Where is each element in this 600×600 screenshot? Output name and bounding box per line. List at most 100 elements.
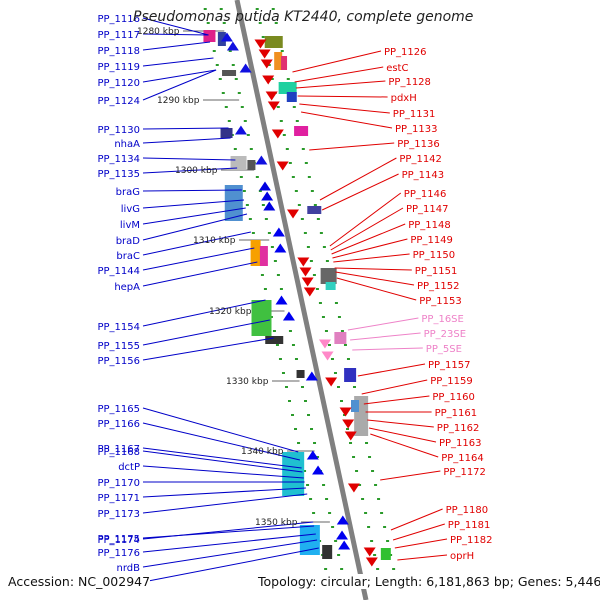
gene-arrow-icon[interactable] [234, 125, 247, 135]
gene-arrow-icon[interactable] [312, 465, 325, 475]
gene-arrow-icon[interactable] [305, 371, 318, 381]
right-gene-label[interactable]: pdxH [391, 93, 417, 104]
left-gene-label[interactable]: braG [116, 187, 140, 198]
right-gene-label[interactable]: PP_23SE [424, 329, 466, 340]
left-gene-label[interactable]: PP_1144 [97, 266, 140, 277]
gene-arrow-icon[interactable] [336, 515, 349, 525]
gene-arrow-icon[interactable] [275, 295, 288, 305]
right-gene-label[interactable]: PP_1163 [439, 438, 482, 449]
right-gene-label[interactable]: PP_1146 [404, 189, 447, 200]
right-gene-label[interactable]: PP_1182 [450, 535, 493, 546]
right-gene-label[interactable]: PP_1152 [417, 281, 460, 292]
gene-arrow-icon[interactable] [325, 377, 338, 387]
gene-arrow-icon[interactable] [261, 191, 274, 201]
left-gene-label[interactable]: PP_1171 [97, 493, 140, 504]
right-gene-label[interactable]: PP_1148 [408, 220, 451, 231]
gene-block[interactable] [251, 300, 272, 336]
right-gene-label[interactable]: PP_1149 [410, 235, 453, 246]
gene-block[interactable] [320, 268, 337, 284]
right-gene-label[interactable]: oprH [450, 551, 474, 562]
gene-arrow-icon[interactable] [258, 181, 271, 191]
left-gene-label[interactable]: PP_1154 [97, 322, 140, 333]
gene-block[interactable] [265, 336, 284, 344]
gene-block[interactable] [307, 206, 322, 214]
right-gene-label[interactable]: PP_1153 [419, 296, 462, 307]
gene-arrow-icon[interactable] [303, 287, 316, 297]
left-gene-label[interactable]: PP_1130 [97, 125, 140, 136]
gene-arrow-icon[interactable] [260, 59, 273, 69]
gene-arrow-icon[interactable] [262, 75, 275, 85]
left-gene-label[interactable]: PP_1176 [97, 548, 140, 559]
gene-block[interactable] [282, 452, 305, 496]
left-gene-label[interactable]: nhaA [114, 139, 140, 150]
gene-arrow-icon[interactable] [342, 419, 355, 429]
gene-arrow-icon[interactable] [267, 101, 280, 111]
left-gene-label[interactable]: PP_1174 [97, 535, 140, 546]
gene-arrow-icon[interactable] [254, 39, 267, 49]
gene-block[interactable] [325, 282, 336, 290]
right-gene-label[interactable]: PP_16SE [421, 314, 463, 325]
right-gene-label[interactable]: PP_5SE [426, 344, 462, 355]
gene-arrow-icon[interactable] [265, 91, 278, 101]
left-gene-label[interactable]: PP_1155 [97, 341, 140, 352]
gene-block[interactable] [222, 70, 237, 76]
right-gene-label[interactable]: PP_1162 [437, 423, 480, 434]
gene-block[interactable] [250, 240, 261, 266]
right-gene-label[interactable]: PP_1164 [441, 453, 484, 464]
right-gene-label[interactable]: PP_1160 [432, 392, 475, 403]
right-gene-label[interactable]: PP_1161 [435, 408, 478, 419]
right-gene-label[interactable]: PP_1157 [428, 360, 471, 371]
gene-arrow-icon[interactable] [306, 450, 319, 460]
gene-arrow-icon[interactable] [226, 41, 239, 51]
gene-arrow-icon[interactable] [344, 431, 357, 441]
right-gene-label[interactable]: PP_1142 [399, 154, 442, 165]
gene-arrow-icon[interactable] [318, 339, 331, 349]
gene-arrow-icon[interactable] [301, 277, 314, 287]
right-gene-label[interactable]: PP_1147 [406, 204, 449, 215]
gene-arrow-icon[interactable] [271, 129, 284, 139]
left-gene-label[interactable]: PP_1134 [97, 154, 140, 165]
gene-block[interactable] [259, 246, 268, 266]
right-gene-label[interactable]: PP_1172 [443, 467, 486, 478]
gene-block[interactable] [281, 56, 288, 70]
gene-block[interactable] [351, 400, 359, 412]
left-gene-label[interactable]: hepA [114, 282, 140, 293]
right-gene-label[interactable]: PP_1150 [413, 250, 456, 261]
left-gene-label[interactable]: PP_1118 [97, 46, 140, 57]
left-gene-label[interactable]: braD [116, 236, 141, 247]
left-gene-label[interactable]: livM [120, 220, 140, 231]
left-gene-label[interactable]: PP_1117 [97, 30, 140, 41]
left-gene-label[interactable]: livG [121, 204, 140, 215]
gene-arrow-icon[interactable] [263, 201, 276, 211]
right-gene-label[interactable]: PP_1181 [448, 520, 491, 531]
left-gene-label[interactable]: PP_1120 [97, 78, 140, 89]
gene-arrow-icon[interactable] [239, 63, 252, 73]
gene-arrow-icon[interactable] [321, 351, 334, 361]
right-gene-label[interactable]: PP_1133 [395, 124, 438, 135]
left-gene-label[interactable]: PP_1175 [97, 534, 140, 545]
left-gene-label[interactable]: PP_1116 [97, 14, 140, 25]
gene-block[interactable] [286, 92, 297, 102]
gene-block[interactable] [294, 126, 309, 136]
gene-block[interactable] [380, 548, 391, 560]
right-gene-label[interactable]: PP_1143 [402, 170, 445, 181]
left-gene-label[interactable]: nrdB [117, 563, 141, 574]
right-gene-label[interactable]: PP_1136 [397, 139, 440, 150]
left-gene-label[interactable]: PP_1170 [97, 478, 140, 489]
gene-arrow-icon[interactable] [258, 49, 271, 59]
gene-arrow-icon[interactable] [338, 540, 351, 550]
left-gene-label[interactable]: dctP [118, 462, 140, 473]
gene-block[interactable] [217, 32, 226, 46]
left-gene-label[interactable]: braC [116, 251, 140, 262]
gene-block[interactable] [247, 160, 256, 170]
gene-block[interactable] [220, 128, 233, 138]
gene-arrow-icon[interactable] [336, 530, 349, 540]
left-gene-label[interactable]: PP_1167 [97, 444, 140, 455]
gene-arrow-icon[interactable] [272, 227, 285, 237]
gene-block[interactable] [224, 185, 243, 221]
right-gene-label[interactable]: estC [386, 63, 408, 74]
gene-arrow-icon[interactable] [297, 257, 310, 267]
left-gene-label[interactable]: PP_1135 [97, 169, 140, 180]
gene-arrow-icon[interactable] [365, 557, 378, 567]
left-gene-label[interactable]: PP_1124 [97, 96, 140, 107]
